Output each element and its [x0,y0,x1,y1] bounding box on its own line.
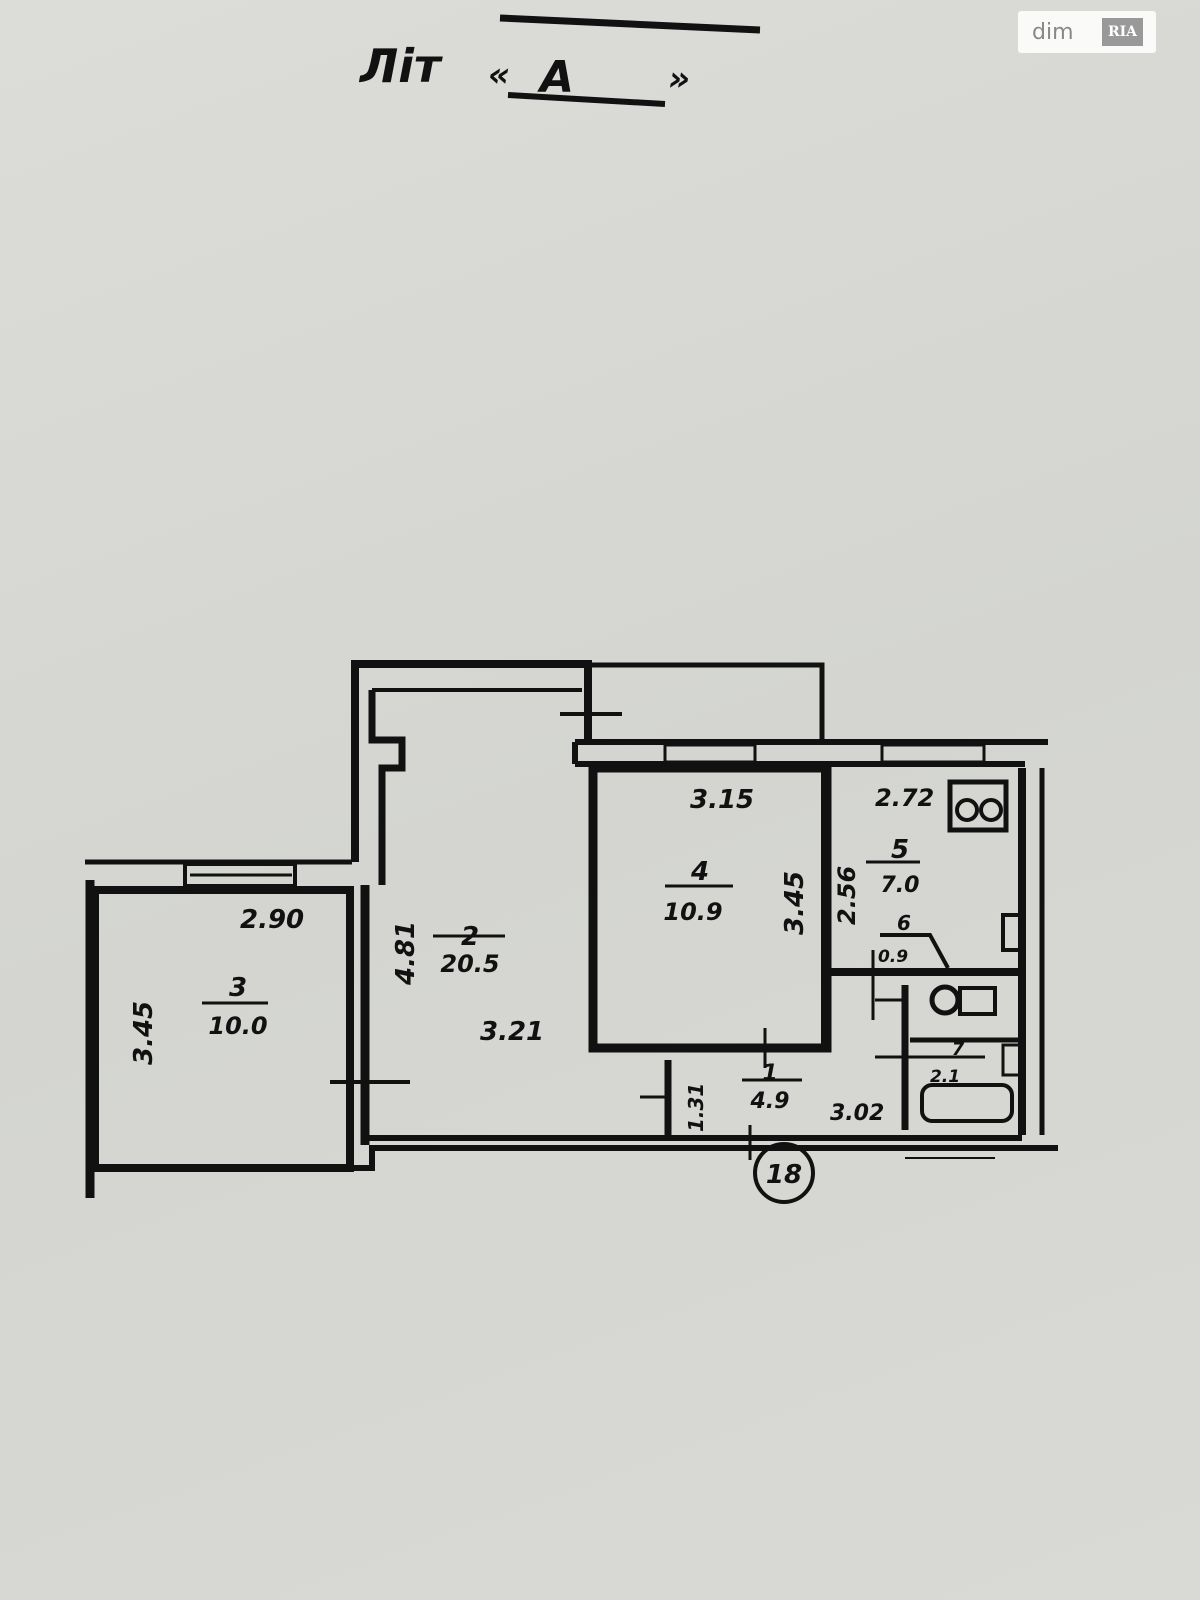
apartment-number: 18 [766,1160,802,1190]
room4-area: 10.9 [663,898,722,926]
room6-number: 6 [897,911,911,935]
walls [85,660,1058,1198]
room-labels: 2.90 3.45 3 10.0 4.81 2 20.5 3.21 3.15 4… [129,784,965,1132]
room6-area: 0.9 [878,947,908,967]
room2-area: 20.5 [440,950,499,978]
room3-number: 3 [229,973,247,1003]
room4-number: 4 [690,857,709,887]
room1-area: 4.9 [750,1089,790,1114]
quote-open: « [488,55,510,95]
lit-label: Літ [358,39,443,93]
dim-room2-length: 3.21 [480,1017,544,1047]
sink-icon [1001,913,1023,952]
room5-area: 7.0 [881,873,920,898]
dim-room3-width: 2.90 [240,905,304,935]
watermark-dim: dim [1032,19,1074,45]
dim-room1-width: 1.31 [684,1083,708,1132]
dim-room5-length: 2.56 [833,866,861,925]
bathtub-icon [920,1083,1014,1123]
dim-room1-length: 3.02 [830,1101,884,1126]
window-room5 [880,743,986,764]
room7-number: 7 [952,1039,965,1060]
dim-room2-width: 4.81 [391,921,421,986]
window-room4 [663,743,757,764]
toilet-icon [929,984,961,1016]
watermark-logo: dim RIA [1018,11,1156,53]
dim-room4-width: 3.15 [690,785,754,815]
window-room3 [183,862,297,888]
stove-icon [947,779,1009,833]
underline-top [499,14,761,34]
room3-area: 10.0 [208,1012,267,1040]
apartment-number-marker: 18 [753,1142,815,1204]
room7-area: 2.1 [930,1067,960,1087]
header: Літ « А » [358,14,761,107]
room5-number: 5 [891,835,909,865]
watermark-ria: RIA [1102,18,1144,46]
quote-close: » [668,59,690,99]
dim-room5-width: 2.72 [875,784,934,812]
underline-lit [507,92,666,107]
dim-room4-length: 3.45 [780,871,810,935]
room1-number: 1 [762,1061,777,1086]
dim-room3-length: 3.45 [129,1001,159,1065]
